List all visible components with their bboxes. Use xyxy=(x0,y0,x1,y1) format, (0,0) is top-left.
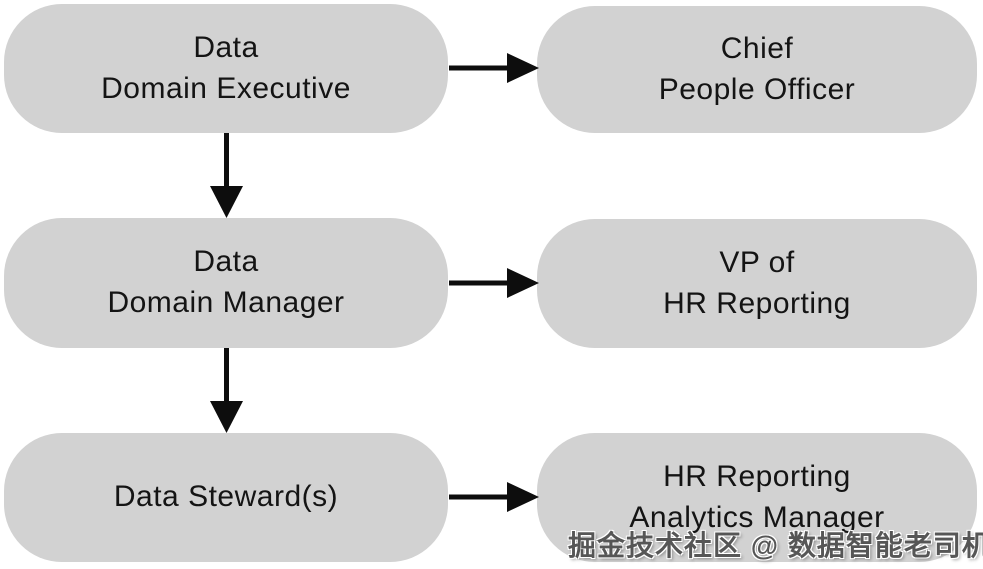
arrow-manager-to-vp-icon xyxy=(449,268,539,298)
node-data-domain-manager: Data Domain Manager xyxy=(4,218,448,348)
arrow-executive-to-manager-icon xyxy=(210,133,243,218)
arrow-steward-to-analytics-icon xyxy=(449,482,539,512)
node-chief-people-officer: Chief People Officer xyxy=(537,6,977,133)
node-data-domain-executive: Data Domain Executive xyxy=(4,4,448,133)
arrow-executive-to-cpo-icon xyxy=(449,53,539,83)
watermark: 掘金技术社区 @ 数据智能老司机 xyxy=(568,530,983,561)
node-hr-reporting-analytics-manager: HR Reporting Analytics Manager xyxy=(537,433,977,562)
node-data-stewards: Data Steward(s) xyxy=(4,433,448,562)
node-vp-hr-reporting: VP of HR Reporting xyxy=(537,219,977,348)
arrow-manager-to-steward-icon xyxy=(210,348,243,433)
